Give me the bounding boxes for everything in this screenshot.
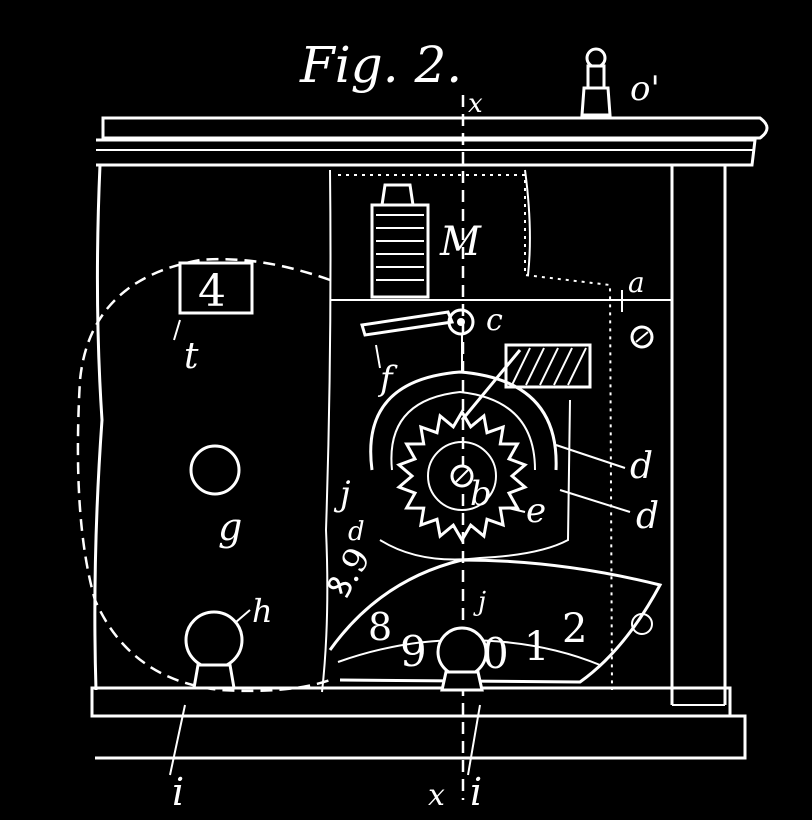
- knob-h: [184, 610, 244, 690]
- display-window: [178, 261, 254, 315]
- label-t: t: [184, 336, 199, 377]
- label-j-dial: j: [473, 587, 486, 617]
- label-d-left: d: [348, 517, 365, 547]
- dial-num-8: 8: [368, 605, 392, 649]
- ratchet-wheel-e: [396, 409, 528, 543]
- label-d-right-upper: d: [630, 446, 653, 487]
- top-molding: [96, 138, 757, 167]
- screw-lower-right: [631, 613, 653, 635]
- base-lower: [95, 714, 747, 760]
- armature-f: [360, 310, 455, 337]
- knob-o-prime: [580, 47, 612, 117]
- hole-g: [189, 444, 241, 496]
- display-digit: 4: [198, 266, 226, 317]
- knob-center: [436, 626, 488, 692]
- label-c: c: [486, 303, 503, 338]
- dial-num-9: 9: [400, 627, 427, 676]
- arc-frame-d-inner: [390, 390, 536, 471]
- label-h: h: [252, 592, 273, 630]
- label-g: g: [218, 505, 242, 549]
- label-e: e: [526, 491, 546, 531]
- label-d-right-lower: d: [636, 496, 659, 537]
- cabinet-left-wall: [93, 164, 104, 691]
- top-lid: [101, 116, 769, 140]
- label-i-bottom: i: [470, 770, 482, 814]
- label-a: a: [628, 266, 645, 299]
- coil-m: [370, 183, 430, 299]
- label-o-prime: o': [630, 69, 660, 109]
- label-m: M: [439, 219, 482, 265]
- label-x-bottom: x: [428, 778, 445, 813]
- label-x-top: x: [468, 89, 483, 119]
- dial-num-2: 2: [562, 606, 587, 652]
- pawl-arm: [460, 349, 522, 421]
- arc-frame-d-outer: [369, 370, 558, 471]
- label-i-left: i: [172, 770, 184, 814]
- wheel-enclosure: [379, 399, 571, 561]
- dial-sector: [328, 558, 663, 684]
- label-j-left: j: [333, 474, 351, 514]
- ratchet-hub: [427, 441, 497, 511]
- label-b: b: [470, 474, 492, 514]
- figure-title: Fig. 2.: [299, 36, 462, 94]
- dial-num-1: 1: [524, 624, 549, 670]
- left-cabinet-dashed: [76, 257, 331, 693]
- inner-left-wall: [321, 169, 332, 693]
- base-upper: [90, 686, 732, 718]
